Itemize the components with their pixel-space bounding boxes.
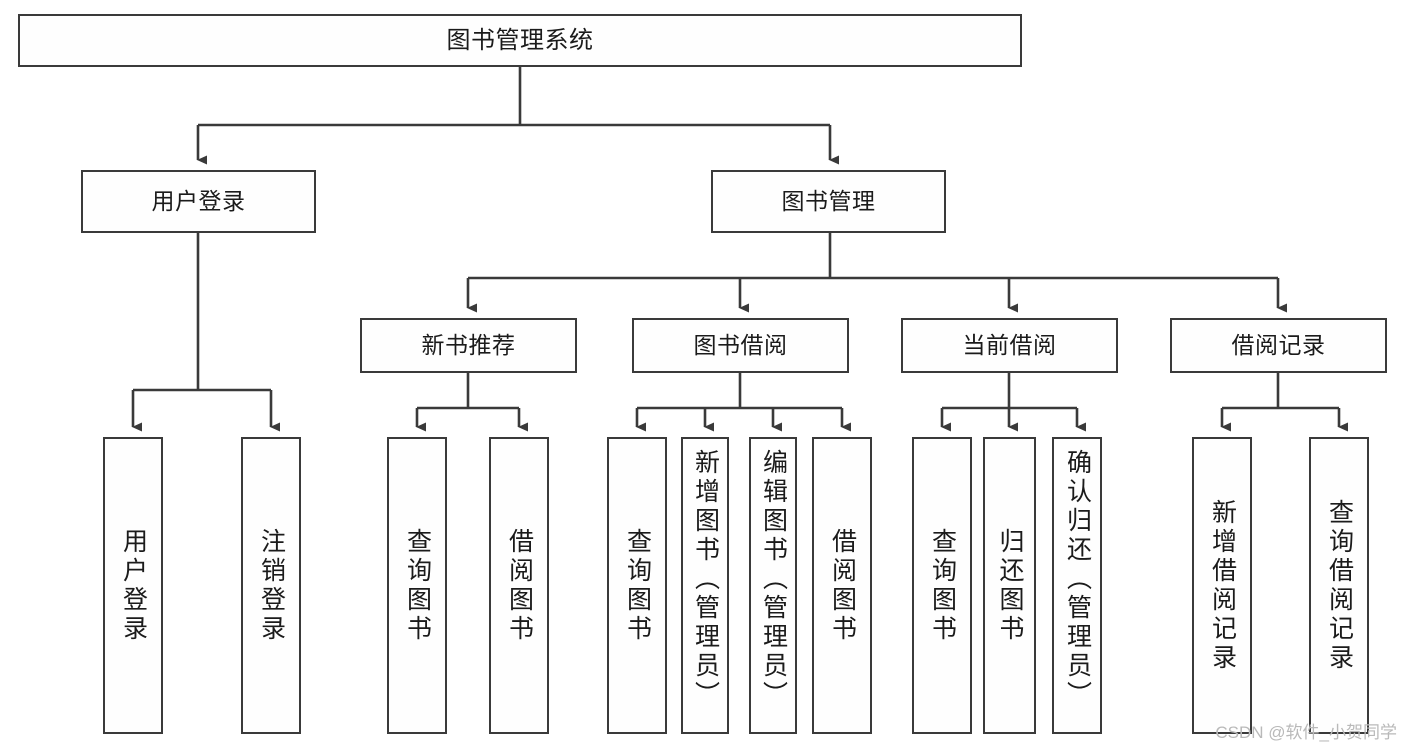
node-label: 借阅图书 xyxy=(828,527,857,644)
watermark-text: CSDN @软件_小贺同学 xyxy=(1215,723,1397,742)
leaf-query-book-borrow[interactable]: 查询图书 xyxy=(607,437,667,734)
node-label: 图书管理系统 xyxy=(446,26,594,54)
node-label: 注销登录 xyxy=(257,527,286,644)
node-root-system[interactable]: 图书管理系统 xyxy=(18,14,1022,67)
node-label: 用户登录 xyxy=(151,188,246,215)
leaf-edit-book-admin[interactable]: 编辑图书（管理员） xyxy=(749,437,797,734)
node-label: 查询图书 xyxy=(928,527,957,644)
node-label: 查询借阅记录 xyxy=(1325,498,1354,673)
node-label: 新增图书（管理员） xyxy=(691,449,720,710)
node-label: 查询图书 xyxy=(623,527,652,644)
node-label: 当前借阅 xyxy=(962,332,1057,359)
leaf-query-book-current[interactable]: 查询图书 xyxy=(912,437,972,734)
leaf-add-book-admin[interactable]: 新增图书（管理员） xyxy=(681,437,729,734)
leaf-return-book[interactable]: 归还图书 xyxy=(983,437,1036,734)
leaf-borrow-book-recommend[interactable]: 借阅图书 xyxy=(489,437,549,734)
node-label: 用户登录 xyxy=(119,527,148,644)
leaf-borrow-book[interactable]: 借阅图书 xyxy=(812,437,872,734)
leaf-logout[interactable]: 注销登录 xyxy=(241,437,301,734)
leaf-confirm-return-admin[interactable]: 确认归还（管理员） xyxy=(1052,437,1102,734)
node-new-book-recommend[interactable]: 新书推荐 xyxy=(360,318,577,373)
node-label: 图书借阅 xyxy=(693,332,788,359)
node-book-borrow[interactable]: 图书借阅 xyxy=(632,318,849,373)
node-current-borrow[interactable]: 当前借阅 xyxy=(901,318,1118,373)
node-book-management[interactable]: 图书管理 xyxy=(711,170,946,233)
leaf-query-book-recommend[interactable]: 查询图书 xyxy=(387,437,447,734)
leaf-query-borrow-record[interactable]: 查询借阅记录 xyxy=(1309,437,1369,734)
node-label: 查询图书 xyxy=(403,527,432,644)
node-label: 图书管理 xyxy=(781,188,876,215)
node-user-login[interactable]: 用户登录 xyxy=(81,170,316,233)
node-label: 确认归还（管理员） xyxy=(1063,449,1092,710)
node-label: 新增借阅记录 xyxy=(1208,498,1237,673)
node-borrow-record[interactable]: 借阅记录 xyxy=(1170,318,1387,373)
node-label: 借阅记录 xyxy=(1231,332,1326,359)
node-label: 编辑图书（管理员） xyxy=(759,449,788,710)
node-label: 新书推荐 xyxy=(421,332,516,359)
leaf-user-login[interactable]: 用户登录 xyxy=(103,437,163,734)
node-label: 借阅图书 xyxy=(505,527,534,644)
node-label: 归还图书 xyxy=(996,527,1024,644)
leaf-add-borrow-record[interactable]: 新增借阅记录 xyxy=(1192,437,1252,734)
